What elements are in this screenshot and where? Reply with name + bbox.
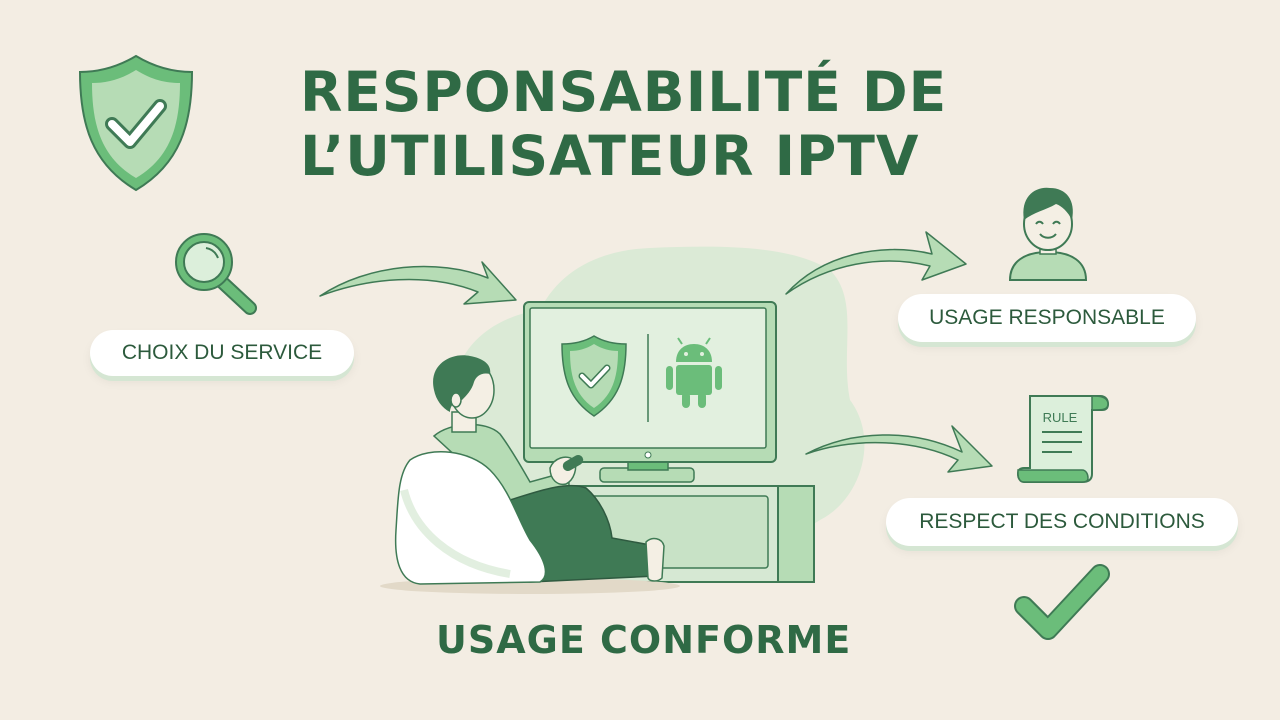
respect-des-conditions-text: RESPECT DES CONDITIONS [919, 510, 1205, 533]
page-title: RESPONSABILITÉ DE L’UTILISATEUR IPTV [300, 60, 1000, 188]
tv-monitor [523, 301, 777, 483]
choix-du-service-text: CHOIX DU SERVICE [121, 341, 323, 364]
arrow-right-icon [785, 231, 967, 295]
person-on-beanbag-illustration [380, 355, 680, 594]
checkmark-icon [1014, 564, 1110, 640]
title-line-2: L’UTILISATEUR IPTV [300, 124, 920, 188]
user-avatar-icon [1008, 187, 1088, 281]
title-line-1: RESPONSABILITÉ DE [300, 60, 948, 124]
rule-text: RULE [1043, 410, 1078, 425]
shield-check-icon [561, 335, 627, 417]
usage-responsable-text: USAGE RESPONSABLE [929, 306, 1165, 329]
magnifier-icon [175, 233, 257, 315]
android-icon [666, 337, 722, 408]
arrow-right-icon [319, 261, 517, 305]
choix-du-service-label: CHOIX DU SERVICE [90, 330, 354, 376]
respect-des-conditions-label: RESPECT DES CONDITIONS [886, 498, 1238, 546]
usage-conforme-label: USAGE CONFORME [436, 618, 852, 662]
shield-check-icon [78, 54, 194, 192]
arrow-right-icon [805, 425, 993, 473]
rule-scroll-icon: RULE [1016, 395, 1110, 483]
usage-responsable-label: USAGE RESPONSABLE [898, 294, 1196, 342]
